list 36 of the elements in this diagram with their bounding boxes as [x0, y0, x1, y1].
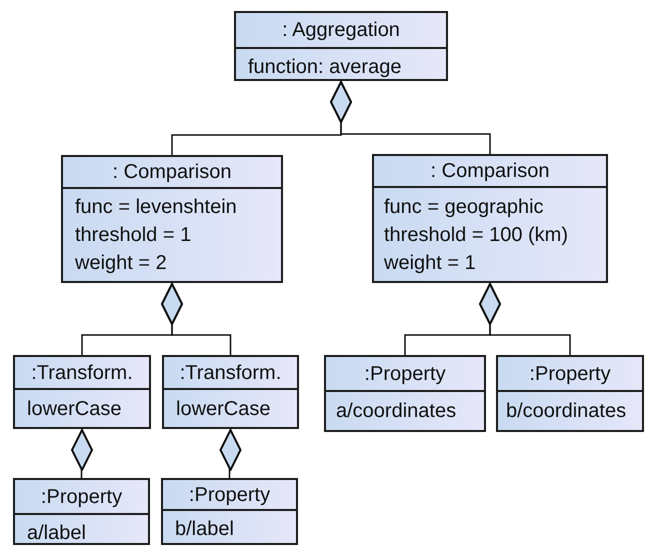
class-name: :Transform.	[15, 357, 149, 390]
class-name: :Property	[498, 357, 642, 392]
attribute-text: a/coordinates	[336, 399, 458, 424]
attribute-text: b/label	[175, 517, 235, 542]
attribute-text: b/coordinates	[506, 399, 628, 424]
class-name: :Property	[326, 357, 484, 392]
aggregation-connector	[330, 81, 491, 154]
attribute-text: func = levenshtein	[75, 195, 238, 220]
attribute-text: threshold = 1	[75, 223, 192, 248]
attribute-text: weight = 1	[384, 250, 477, 276]
aggregation-connector	[220, 429, 242, 478]
class-name: :Property	[163, 480, 296, 511]
class-name: : Aggregation	[236, 13, 446, 49]
attribute-text: func = geographic	[384, 194, 545, 220]
object-box	[234, 11, 448, 81]
attribute-text: lowerCase	[27, 396, 122, 422]
class-name: : Comparison	[374, 156, 606, 188]
object-box	[162, 355, 299, 429]
attribute-text: lowerCase	[176, 396, 272, 422]
aggregation-connector	[71, 429, 93, 478]
object-box	[13, 478, 150, 545]
object-box	[61, 155, 283, 283]
aggregation-connector	[479, 283, 571, 355]
object-box	[161, 478, 298, 545]
attribute-text: weight = 2	[75, 251, 168, 276]
aggregation-connector	[161, 283, 232, 355]
class-name: :Property	[15, 480, 148, 515]
attribute-text: a/label	[27, 521, 87, 546]
object-box	[496, 355, 644, 432]
attribute-text: function: average	[248, 55, 402, 80]
attribute-text: threshold = 100 (km)	[384, 222, 569, 248]
object-box	[13, 355, 151, 429]
class-name: :Transform.	[164, 357, 297, 390]
object-box	[324, 355, 486, 432]
object-box	[372, 154, 608, 283]
class-name: : Comparison	[63, 157, 281, 189]
